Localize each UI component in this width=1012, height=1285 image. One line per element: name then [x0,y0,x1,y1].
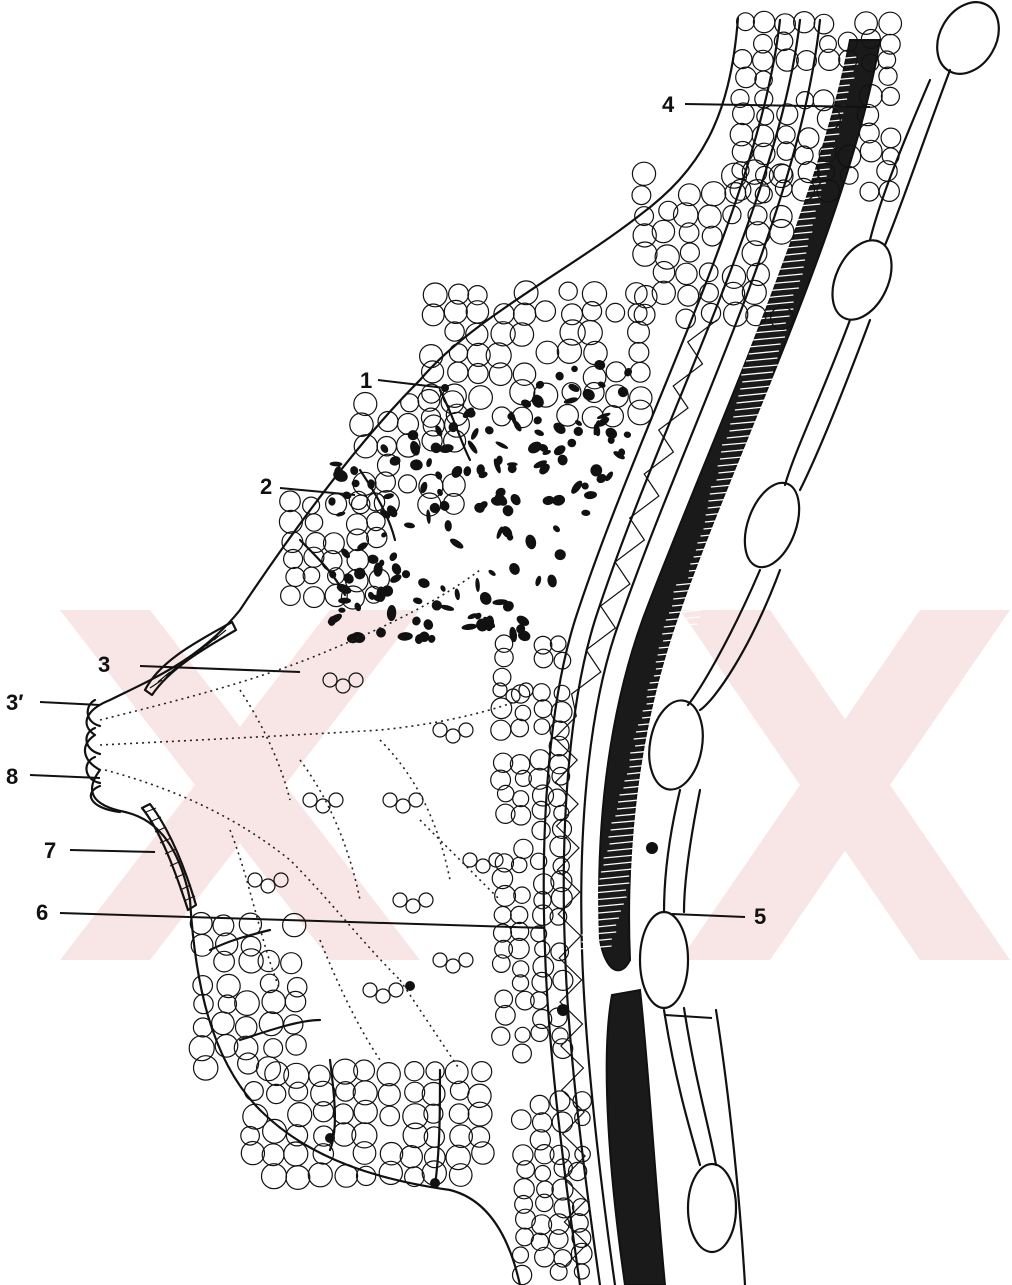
leader-1 [378,380,445,388]
label-1: 1 [360,368,372,393]
lower-muscle [607,990,665,1285]
label-8: 8 [6,764,18,789]
leader-extra [665,1015,712,1018]
label-4: 4 [662,92,675,117]
rib-2 [821,231,904,329]
label-2: 2 [260,474,272,499]
rib-1 [925,0,1011,85]
rib-6 [688,1164,736,1252]
nipple [86,700,120,812]
rib-5 [640,912,688,1008]
figure-labels: 1 2 3 3′ 4 5 6 7 8 [6,92,766,929]
label-7: 7 [44,838,56,863]
label-3: 3 [98,652,110,677]
leader-7 [70,850,155,852]
label-6: 6 [36,900,48,925]
rib-3 [734,475,809,574]
label-5: 5 [754,904,766,929]
glandular-tissue [326,359,633,645]
label-3-prime: 3′ [6,690,24,715]
